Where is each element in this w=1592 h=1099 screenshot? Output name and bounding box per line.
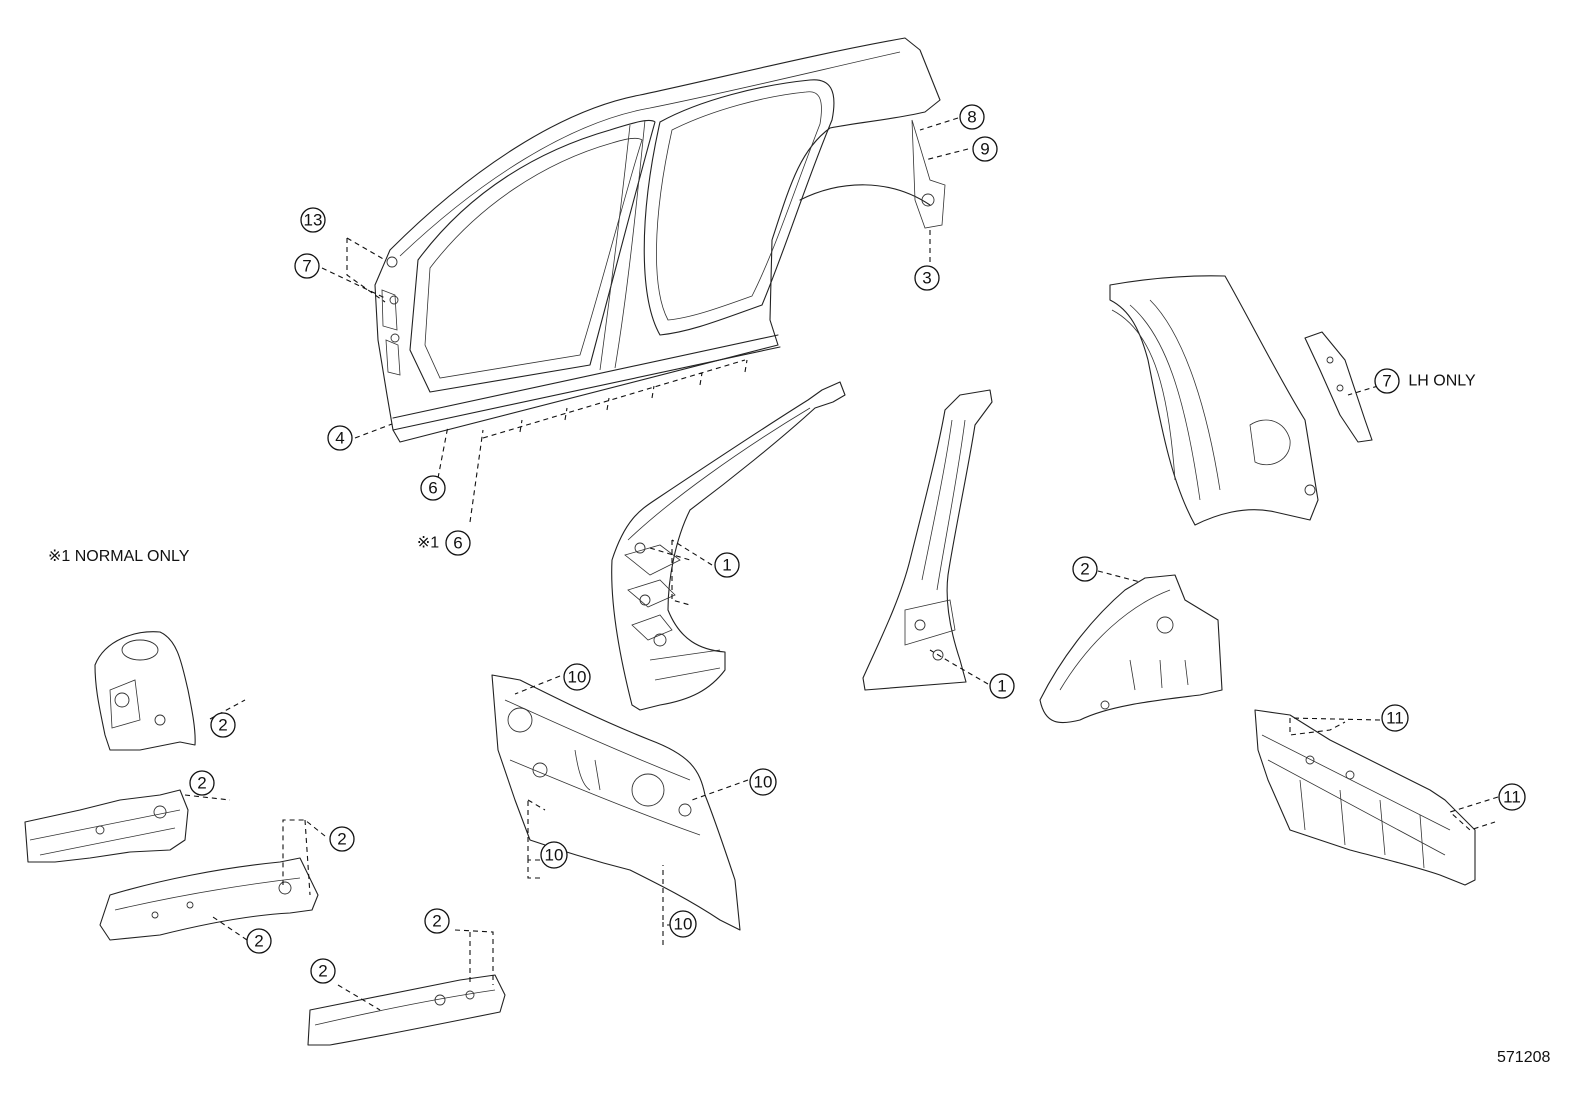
callout-8: 8	[959, 104, 985, 130]
svg-text:3: 3	[922, 269, 931, 288]
callout-1-front-pillar: 1	[714, 552, 740, 578]
side-member-leader	[184, 794, 231, 801]
svg-text:4: 4	[335, 429, 344, 448]
callout-7-front-pillar: 7	[294, 253, 320, 279]
callout-2-side-member: 2	[189, 770, 215, 796]
dash-leader-c	[527, 799, 546, 879]
lower-member-leader-b	[209, 914, 248, 941]
side-outer-panel	[374, 37, 946, 443]
callout-2-floor-member-upper: 2	[424, 908, 450, 934]
svg-text:6: 6	[453, 534, 462, 553]
front-pillar-leader	[649, 539, 713, 606]
callout-3: 3	[914, 265, 940, 291]
side-panel-leaders	[321, 117, 969, 523]
svg-text:7: 7	[302, 257, 311, 276]
normal-only-note: ※1 NORMAL ONLY	[48, 548, 190, 565]
callout-9: 9	[972, 136, 998, 162]
front-pillar-inner	[611, 381, 846, 711]
callout-1-center-pillar: 1	[989, 673, 1015, 699]
svg-text:2: 2	[337, 830, 346, 849]
front-side-member-lower	[99, 857, 319, 941]
callout-2-wheel-housing: 2	[1072, 556, 1098, 582]
dash-leader-a	[514, 675, 561, 695]
svg-text:2: 2	[318, 962, 327, 981]
svg-text:8: 8	[967, 108, 976, 127]
callout-11-upper: 11	[1381, 704, 1409, 732]
svg-text:LH ONLY: LH ONLY	[1408, 373, 1476, 390]
svg-text:1: 1	[997, 677, 1006, 696]
svg-text:2: 2	[197, 774, 206, 793]
svg-text:10: 10	[545, 846, 564, 865]
svg-text:10: 10	[754, 773, 773, 792]
svg-text:13: 13	[304, 211, 323, 230]
callout-4: 4	[327, 425, 353, 451]
svg-text:6: 6	[428, 479, 437, 498]
lh-bracket-leader	[1347, 385, 1379, 396]
callout-13: 13	[300, 207, 326, 233]
callout-6: 6	[420, 475, 446, 501]
dash-leader-b	[691, 779, 749, 801]
strut-leader	[209, 699, 246, 720]
svg-text:1: 1	[722, 556, 731, 575]
rear-wheel-housing	[1039, 574, 1223, 724]
dash-leader-d	[662, 865, 672, 945]
floor-member-leader-a	[454, 929, 494, 985]
svg-text:11: 11	[1503, 788, 1521, 807]
rear-panel-leader-a	[1289, 717, 1381, 736]
illustration-number: 571208	[1497, 1049, 1550, 1066]
svg-text:10: 10	[674, 915, 693, 934]
floor-member-leader-b	[337, 984, 381, 1011]
dash-panel	[491, 674, 741, 931]
lower-member-leader-a	[282, 819, 326, 896]
svg-text:2: 2	[254, 932, 263, 951]
svg-text:10: 10	[568, 668, 587, 687]
rear-quarter-panel	[1109, 275, 1319, 526]
callout-11-lower: 11	[1498, 783, 1526, 811]
callout-10-right: 10	[749, 768, 777, 796]
rear-panel-leader-b	[1448, 796, 1499, 831]
svg-text:2: 2	[218, 716, 227, 735]
callout-10-left: 10	[540, 841, 568, 869]
svg-text:2: 2	[432, 912, 441, 931]
svg-text:9: 9	[980, 140, 989, 159]
callout-10-upper: 10	[563, 663, 591, 691]
front-side-member-upper	[24, 789, 189, 863]
callout-6-normal-only: ※1 6	[417, 530, 471, 556]
svg-text:2: 2	[1080, 560, 1089, 579]
callout-2-strut-tower: 2	[210, 712, 236, 738]
svg-text:7: 7	[1382, 372, 1391, 391]
front-strut-tower	[94, 631, 196, 751]
lh-bracket	[1304, 331, 1373, 443]
wheel-housing-leader	[1097, 570, 1141, 583]
callout-2-member-rear: 2	[329, 826, 355, 852]
svg-text:※1: ※1	[417, 535, 439, 552]
callout-2-floor-member-lower: 2	[310, 958, 336, 984]
callout-10-bottom: 10	[669, 910, 697, 938]
center-pillar	[862, 389, 993, 691]
callout-7-lh-only: 7 LH ONLY	[1374, 368, 1476, 394]
rear-floor-crossmember	[1254, 709, 1476, 886]
svg-text:11: 11	[1386, 709, 1404, 728]
center-pillar-leader	[929, 649, 989, 685]
callout-2-member-front: 2	[246, 928, 272, 954]
floor-side-member	[307, 974, 506, 1046]
